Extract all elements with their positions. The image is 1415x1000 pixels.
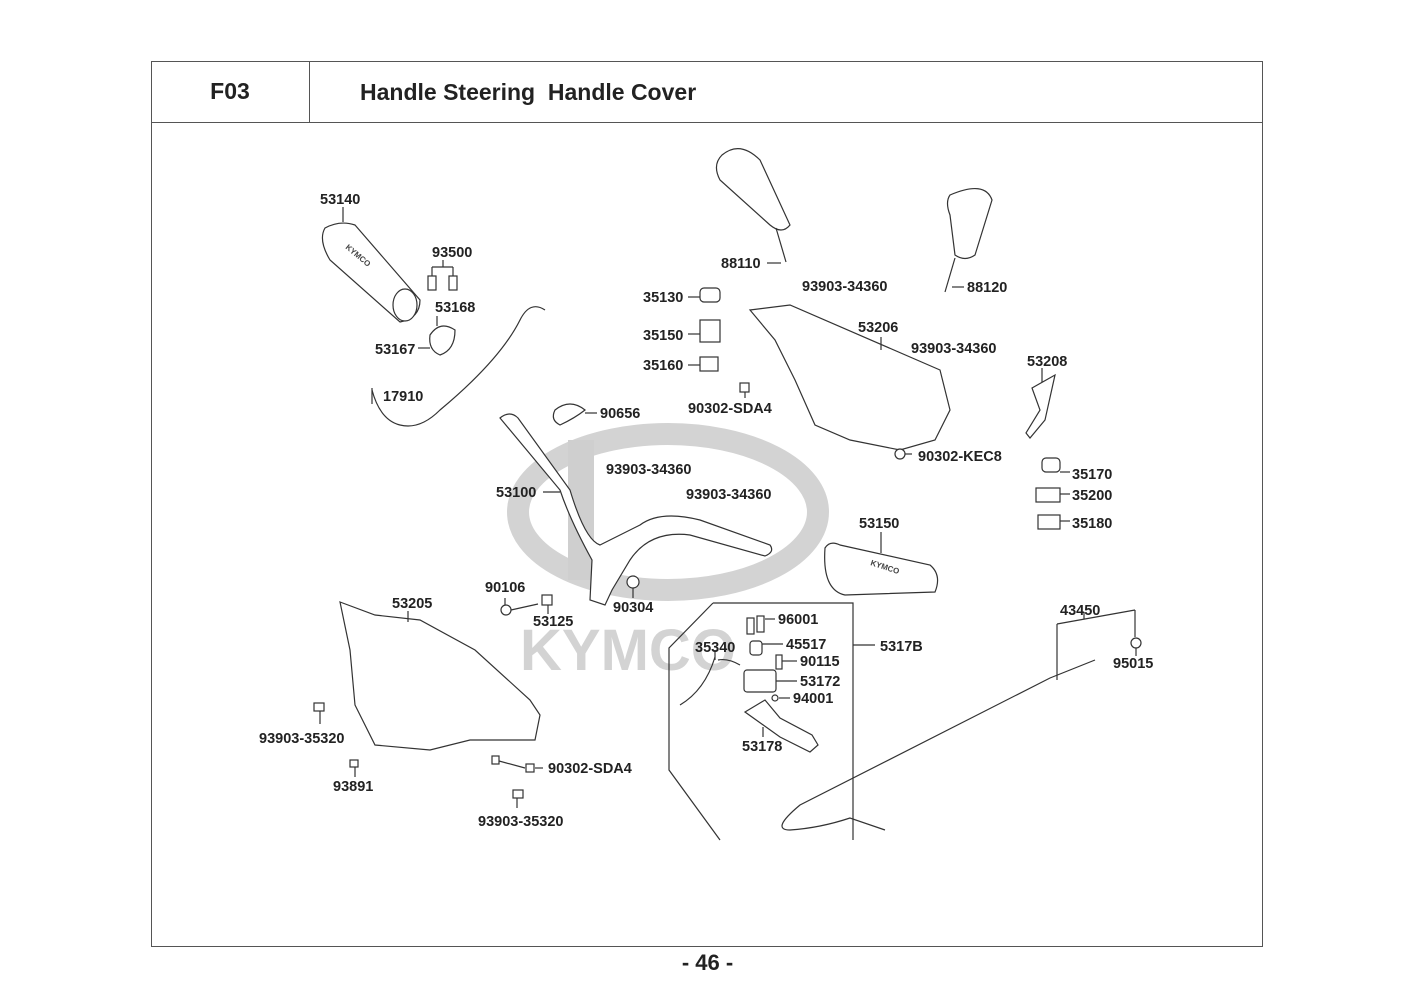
mirror-right[interactable] bbox=[944, 188, 993, 293]
part-label-96001[interactable]: 96001 bbox=[778, 612, 818, 628]
nut-90304[interactable] bbox=[626, 575, 640, 598]
screw-93500[interactable] bbox=[427, 260, 458, 291]
part-label-93500[interactable]: 93500 bbox=[432, 245, 472, 261]
part-label-90656[interactable]: 90656 bbox=[600, 406, 640, 422]
part-label-53172[interactable]: 53172 bbox=[800, 674, 840, 690]
bolt-90115[interactable] bbox=[775, 654, 797, 670]
part-label-93903-34360-bar-2[interactable]: 93903-34360 bbox=[686, 487, 771, 503]
part-label-93903-35320-bottom[interactable]: 93903-35320 bbox=[478, 814, 563, 830]
page-number: - 46 - bbox=[681, 950, 734, 975]
part-label-35200[interactable]: 35200 bbox=[1072, 488, 1112, 504]
page-title: Handle Steering Handle Cover bbox=[360, 78, 697, 105]
bolt-96001[interactable] bbox=[746, 615, 775, 635]
part-label-53206[interactable]: 53206 bbox=[858, 320, 898, 336]
header-divider bbox=[151, 122, 1263, 123]
part-label-53168[interactable]: 53168 bbox=[435, 300, 475, 316]
part-label-53208[interactable]: 53208 bbox=[1027, 354, 1067, 370]
clip-sda4-top[interactable] bbox=[739, 382, 750, 398]
clip-sda4-bottom[interactable] bbox=[491, 755, 543, 773]
throttle-cable[interactable] bbox=[371, 306, 546, 427]
stop-switch-35340[interactable] bbox=[679, 650, 741, 706]
part-label-35170[interactable]: 35170 bbox=[1072, 467, 1112, 483]
holder-45517[interactable] bbox=[749, 640, 783, 656]
collar-53125[interactable] bbox=[541, 594, 553, 614]
bracket-53208[interactable] bbox=[1025, 368, 1056, 439]
part-label-53150[interactable]: 53150 bbox=[859, 516, 899, 532]
part-label-90304[interactable]: 90304 bbox=[613, 600, 653, 616]
part-label-53125[interactable]: 53125 bbox=[533, 614, 573, 630]
rear-cover[interactable] bbox=[748, 304, 951, 451]
part-label-93903-34360-bar-1[interactable]: 93903-34360 bbox=[606, 462, 691, 478]
part-label-93891[interactable]: 93891 bbox=[333, 779, 373, 795]
part-label-88110[interactable]: 88110 bbox=[721, 256, 761, 272]
switch-35130[interactable] bbox=[688, 287, 721, 303]
part-label-90302-SDA4-bottom[interactable]: 90302-SDA4 bbox=[548, 761, 632, 777]
part-label-90302-SDA4-top[interactable]: 90302-SDA4 bbox=[688, 401, 772, 417]
clip-kec8[interactable] bbox=[894, 448, 912, 460]
part-label-93903-35320-left[interactable]: 93903-35320 bbox=[259, 731, 344, 747]
part-label-95015[interactable]: 95015 bbox=[1113, 656, 1153, 672]
part-label-53100[interactable]: 53100 bbox=[496, 485, 536, 501]
switch-35180[interactable] bbox=[1037, 514, 1070, 530]
part-label-35340[interactable]: 35340 bbox=[695, 640, 735, 656]
part-label-94001[interactable]: 94001 bbox=[793, 691, 833, 707]
part-label-90302-KEC8[interactable]: 90302-KEC8 bbox=[918, 449, 1002, 465]
watermark-text: KYMCO bbox=[520, 618, 736, 683]
part-label-53140[interactable]: 53140 bbox=[320, 192, 360, 208]
lever-body-53172[interactable] bbox=[743, 669, 797, 693]
lever-assembly-box[interactable] bbox=[668, 602, 875, 841]
screw-93891[interactable] bbox=[349, 759, 359, 777]
screw-93903-35320-bottom[interactable] bbox=[512, 789, 524, 808]
left-grip[interactable]: KYMCO bbox=[321, 207, 421, 323]
band-90656[interactable] bbox=[552, 403, 597, 426]
switch-35200[interactable] bbox=[1035, 487, 1070, 503]
part-label-93903-34360-cover-1[interactable]: 93903-34360 bbox=[802, 279, 887, 295]
part-label-88120[interactable]: 88120 bbox=[967, 280, 1007, 296]
part-label-53178[interactable]: 53178 bbox=[742, 739, 782, 755]
switch-35160[interactable] bbox=[688, 356, 719, 372]
throttle-housing[interactable] bbox=[418, 316, 456, 356]
part-label-45517[interactable]: 45517 bbox=[786, 637, 826, 653]
front-cover[interactable] bbox=[339, 601, 541, 751]
part-label-53205[interactable]: 53205 bbox=[392, 596, 432, 612]
part-label-53167[interactable]: 53167 bbox=[375, 342, 415, 358]
diagram-frame bbox=[151, 61, 1263, 947]
nut-94001[interactable] bbox=[771, 694, 790, 702]
part-label-35180[interactable]: 35180 bbox=[1072, 516, 1112, 532]
part-label-93903-34360-cover-2[interactable]: 93903-34360 bbox=[911, 341, 996, 357]
kymco-watermark: KYMCO bbox=[507, 423, 829, 683]
part-label-43450[interactable]: 43450 bbox=[1060, 603, 1100, 619]
part-label-90106[interactable]: 90106 bbox=[485, 580, 525, 596]
part-label-35160[interactable]: 35160 bbox=[643, 358, 683, 374]
right-grip[interactable]: KYMCO bbox=[824, 532, 939, 596]
part-label-35130[interactable]: 35130 bbox=[643, 290, 683, 306]
lever-53178[interactable] bbox=[743, 699, 819, 753]
part-label-17910[interactable]: 17910 bbox=[383, 389, 423, 405]
cable-43450[interactable] bbox=[781, 609, 1136, 831]
part-label-35150[interactable]: 35150 bbox=[643, 328, 683, 344]
nut-95015[interactable] bbox=[1130, 637, 1142, 656]
mirror-left[interactable] bbox=[715, 148, 791, 264]
screw-93903-35320-left[interactable] bbox=[313, 702, 325, 724]
switch-35170[interactable] bbox=[1041, 457, 1070, 473]
part-label-5317B[interactable]: 5317B bbox=[880, 639, 923, 655]
bolt-90106[interactable] bbox=[500, 598, 539, 616]
switch-35150[interactable] bbox=[688, 319, 721, 343]
handlebar[interactable] bbox=[499, 413, 773, 606]
part-label-90115[interactable]: 90115 bbox=[800, 654, 840, 670]
